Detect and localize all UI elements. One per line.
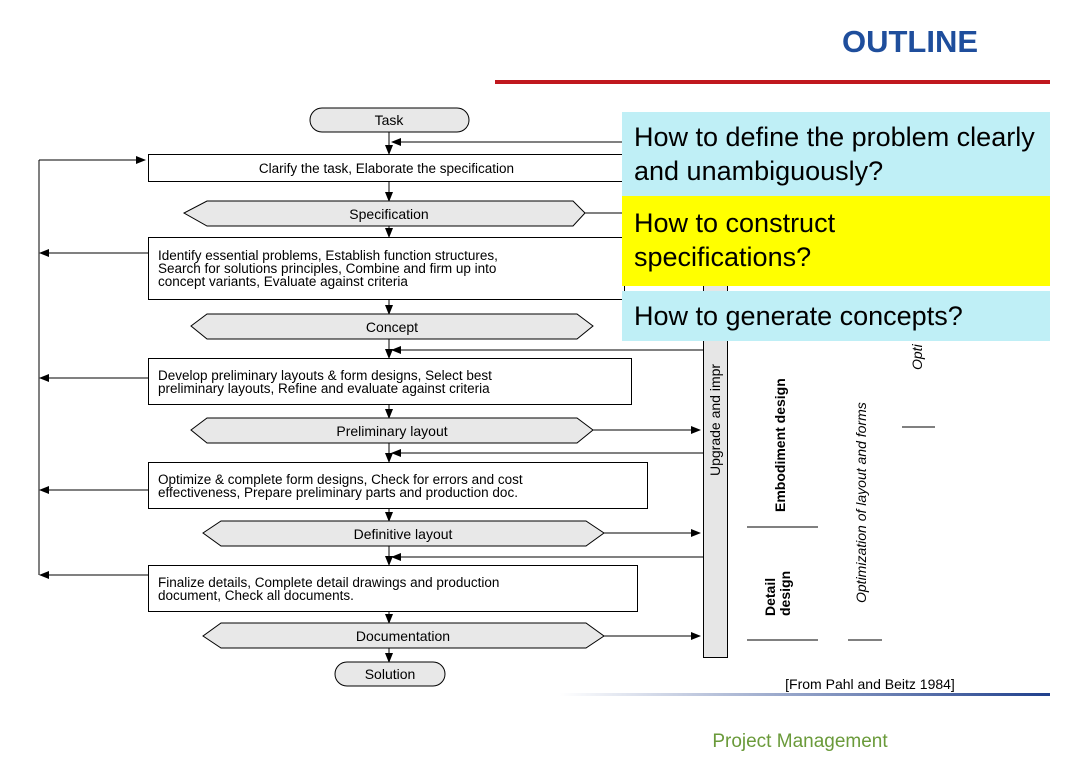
definitive-layout-hexagon xyxy=(202,520,605,547)
clarify-task-text: Clarify the task, Elaborate the specific… xyxy=(258,160,515,176)
concept-label: Concept xyxy=(366,319,418,335)
definitive-layout-label: Definitive layout xyxy=(354,526,453,542)
optimize-line-2: effectiveness, Prepare preliminary parts… xyxy=(158,484,518,500)
solution-label: Solution xyxy=(365,666,416,682)
upgrade-label: Upgrade and impr xyxy=(707,363,723,476)
clarify-task-box: Clarify the task, Elaborate the specific… xyxy=(148,154,625,182)
task-terminal xyxy=(309,107,470,133)
question-define-problem: How to define the problem clearly and un… xyxy=(622,112,1050,196)
optimize-designs-box: Optimize & complete form designs, Check … xyxy=(148,462,648,509)
documentation-hexagon xyxy=(202,622,605,649)
optimization-layout-label: Optimization of layout and forms xyxy=(853,402,869,603)
solution-terminal xyxy=(334,661,446,687)
finalize-details-box: Finalize details, Complete detail drawin… xyxy=(148,565,638,612)
specification-label: Specification xyxy=(349,206,428,222)
develop-line-2: preliminary layouts, Refine and evaluate… xyxy=(158,380,490,396)
concept-hexagon xyxy=(190,313,594,340)
finalize-line-1: Finalize details, Complete detail drawin… xyxy=(158,574,500,590)
develop-line-1: Develop preliminary layouts & form desig… xyxy=(158,367,492,383)
footer-text: Project Management xyxy=(712,731,888,752)
finalize-line-2: document, Check all documents. xyxy=(158,587,354,603)
embodiment-design-label: Embodiment design xyxy=(772,378,788,512)
title-underline xyxy=(495,80,1050,84)
develop-layouts-box: Develop preliminary layouts & form desig… xyxy=(148,358,632,405)
detail-design-label: Detail design xyxy=(762,570,793,616)
question-construct-specifications: How to construct specifications? xyxy=(622,196,1050,286)
question-generate-concepts: How to generate concepts? xyxy=(622,291,1050,341)
task-label: Task xyxy=(375,112,405,128)
documentation-label: Documentation xyxy=(356,628,450,644)
identify-line-2: Search for solutions principles, Combine… xyxy=(158,261,497,276)
page-title: OUTLINE xyxy=(841,24,979,59)
footer-rule xyxy=(560,693,1050,696)
optimize-line-1: Optimize & complete form designs, Check … xyxy=(158,471,523,487)
source-citation: [From Pahl and Beitz 1984] xyxy=(785,676,955,692)
identify-line-3: concept variants, Evaluate against crite… xyxy=(158,274,408,289)
identify-line-1: Identify essential problems, Establish f… xyxy=(158,248,498,263)
preliminary-layout-hexagon xyxy=(190,417,594,444)
optimization-label-partial: Opti xyxy=(909,344,925,370)
specification-hexagon xyxy=(182,200,586,227)
identify-problems-box: Identify essential problems, Establish f… xyxy=(148,237,625,300)
preliminary-layout-label: Preliminary layout xyxy=(336,423,447,439)
